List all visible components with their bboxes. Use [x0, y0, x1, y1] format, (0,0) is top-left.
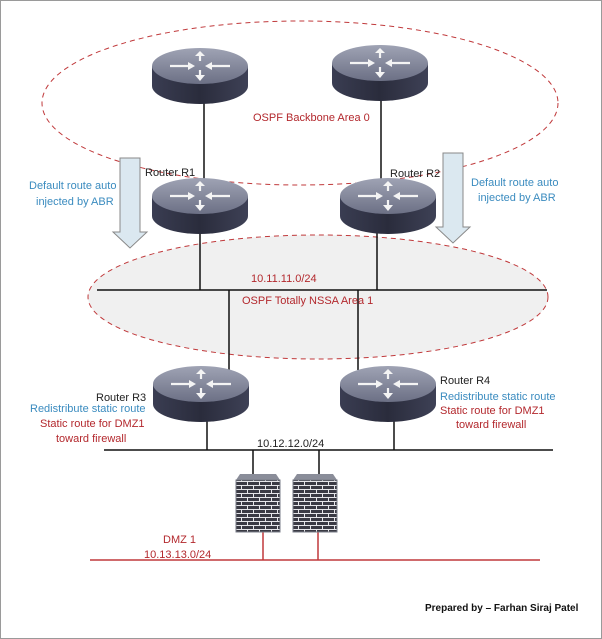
right-arrow-note-line1: Default route auto — [471, 177, 558, 189]
r3-static-note-line1: Static route for DMZ1 — [40, 418, 145, 430]
links — [97, 95, 553, 478]
router-icon-r1[interactable] — [150, 176, 250, 236]
right-arrow-note-line2: injected by ABR — [478, 192, 556, 204]
r4-static-note-line2: toward firewall — [456, 419, 526, 431]
r3-redistribute-note: Redistribute static route — [30, 403, 146, 415]
nssa-area-boundary — [87, 234, 549, 360]
router-r4-label: Router R4 — [440, 375, 490, 387]
lan-subnet-label: 10.12.12.0/24 — [257, 438, 324, 450]
nssa-subnet-label: 10.11.11.0/24 — [251, 273, 317, 285]
left-arrow-note-line2: injected by ABR — [36, 196, 114, 208]
down-arrow-icon — [434, 152, 472, 244]
router-icon-r3[interactable] — [151, 364, 251, 424]
backbone-area-boundary — [41, 20, 559, 186]
router-icon-backbone-2[interactable] — [330, 43, 430, 103]
dmz-name-label: DMZ 1 — [163, 534, 196, 546]
dmz-links — [90, 531, 540, 561]
r3-static-note-line2: toward firewall — [56, 433, 126, 445]
router-r2-label: Router R2 — [390, 168, 440, 180]
firewall-icon-2[interactable] — [292, 473, 338, 533]
backbone-area-label: OSPF Backbone Area 0 — [253, 112, 370, 124]
router-r3-label: Router R3 — [96, 392, 146, 404]
router-icon-r2[interactable] — [338, 176, 438, 236]
firewall-icon-1[interactable] — [235, 473, 281, 533]
down-arrow-icon — [111, 157, 149, 249]
author-credit: Prepared by – Farhan Siraj Patel — [425, 603, 579, 614]
router-icon-backbone-1[interactable] — [150, 46, 250, 106]
r4-static-note-line1: Static route for DMZ1 — [440, 405, 545, 417]
r4-redistribute-note: Redistribute static route — [440, 391, 556, 403]
left-arrow-note-line1: Default route auto — [29, 180, 116, 192]
dmz-subnet-label: 10.13.13.0/24 — [144, 549, 211, 561]
router-icon-r4[interactable] — [338, 364, 438, 424]
nssa-area-label: OSPF Totally NSSA Area 1 — [242, 295, 373, 307]
router-r1-label: Router R1 — [145, 167, 195, 179]
